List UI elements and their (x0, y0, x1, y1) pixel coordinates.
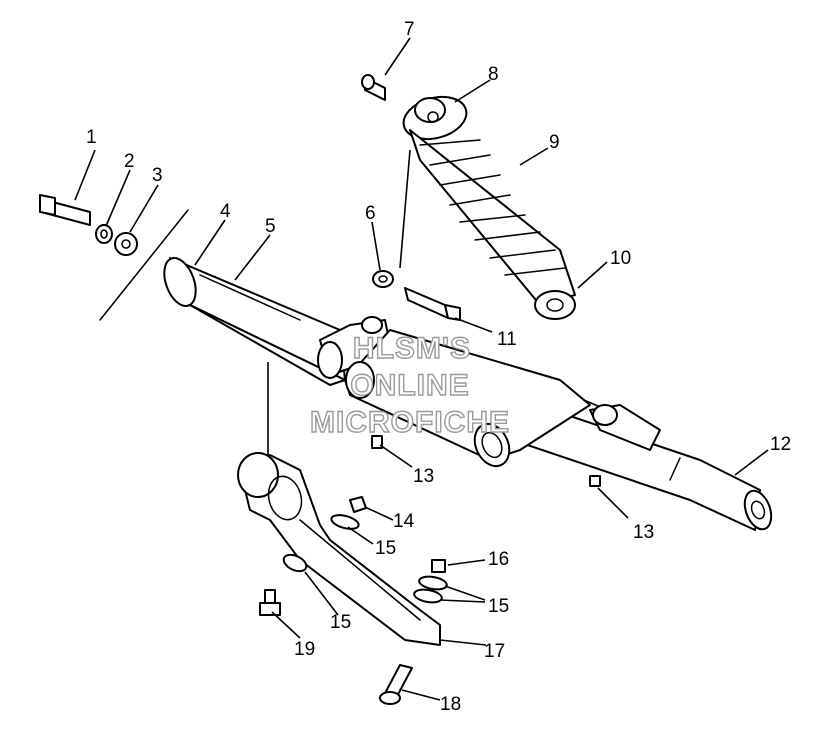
callout-13-right: 13 (633, 522, 654, 543)
callout-6: 6 (365, 203, 376, 224)
watermark: HLSM'S ONLINE MICROFICHE (309, 331, 510, 439)
washer-2 (95, 224, 113, 244)
callout-16: 16 (488, 549, 509, 570)
callout-11: 11 (497, 329, 517, 350)
callout-12: 12 (770, 434, 791, 455)
bolt-1 (39, 194, 91, 226)
nut-16 (431, 559, 446, 573)
callout-15-lower: 15 (330, 612, 351, 633)
callout-18: 18 (440, 694, 461, 715)
upper-arm-tube (163, 257, 346, 386)
section-line (99, 209, 189, 321)
nut-6 (372, 270, 394, 288)
callout-17: 17 (484, 641, 505, 662)
callout-8: 8 (488, 64, 499, 85)
pin-7 (361, 74, 386, 101)
callout-15-right: 15 (488, 596, 509, 617)
callout-14: 14 (393, 511, 415, 532)
callout-15-upper: 15 (375, 538, 396, 559)
leader-lines (74, 37, 769, 701)
grease-fitting-13a (371, 435, 383, 449)
callout-3: 3 (152, 165, 163, 186)
callout-13-left: 13 (413, 466, 434, 487)
callout-19: 19 (294, 639, 315, 660)
callout-9: 9 (549, 132, 560, 153)
washer-15b (282, 553, 308, 573)
callout-5: 5 (265, 216, 276, 237)
callout-2: 2 (124, 151, 135, 172)
inner-tube (344, 329, 591, 468)
nut-14 (349, 496, 367, 513)
lower-arm (237, 452, 441, 646)
callout-numbers: 1 2 3 4 5 6 7 8 9 10 11 12 13 13 14 15 1… (86, 19, 791, 715)
bolt-18 (379, 664, 413, 705)
mount-bracket-right (589, 404, 661, 451)
watermark-line-3: MICROFICHE (310, 406, 510, 439)
mount-bracket-left (317, 316, 391, 379)
shock-absorber (402, 95, 576, 320)
bolt-19 (259, 589, 281, 616)
bolt-11 (404, 287, 461, 321)
callout-4: 4 (220, 201, 231, 222)
washer-3 (114, 232, 138, 256)
grease-fitting-13b (589, 475, 601, 487)
watermark-line-1: HLSM'S (353, 332, 471, 365)
callout-10: 10 (610, 248, 631, 269)
callout-7: 7 (404, 19, 415, 40)
washers-15c (413, 575, 448, 604)
callout-1: 1 (86, 127, 97, 148)
watermark-line-2: ONLINE (350, 369, 469, 402)
washer-15a (330, 514, 360, 530)
